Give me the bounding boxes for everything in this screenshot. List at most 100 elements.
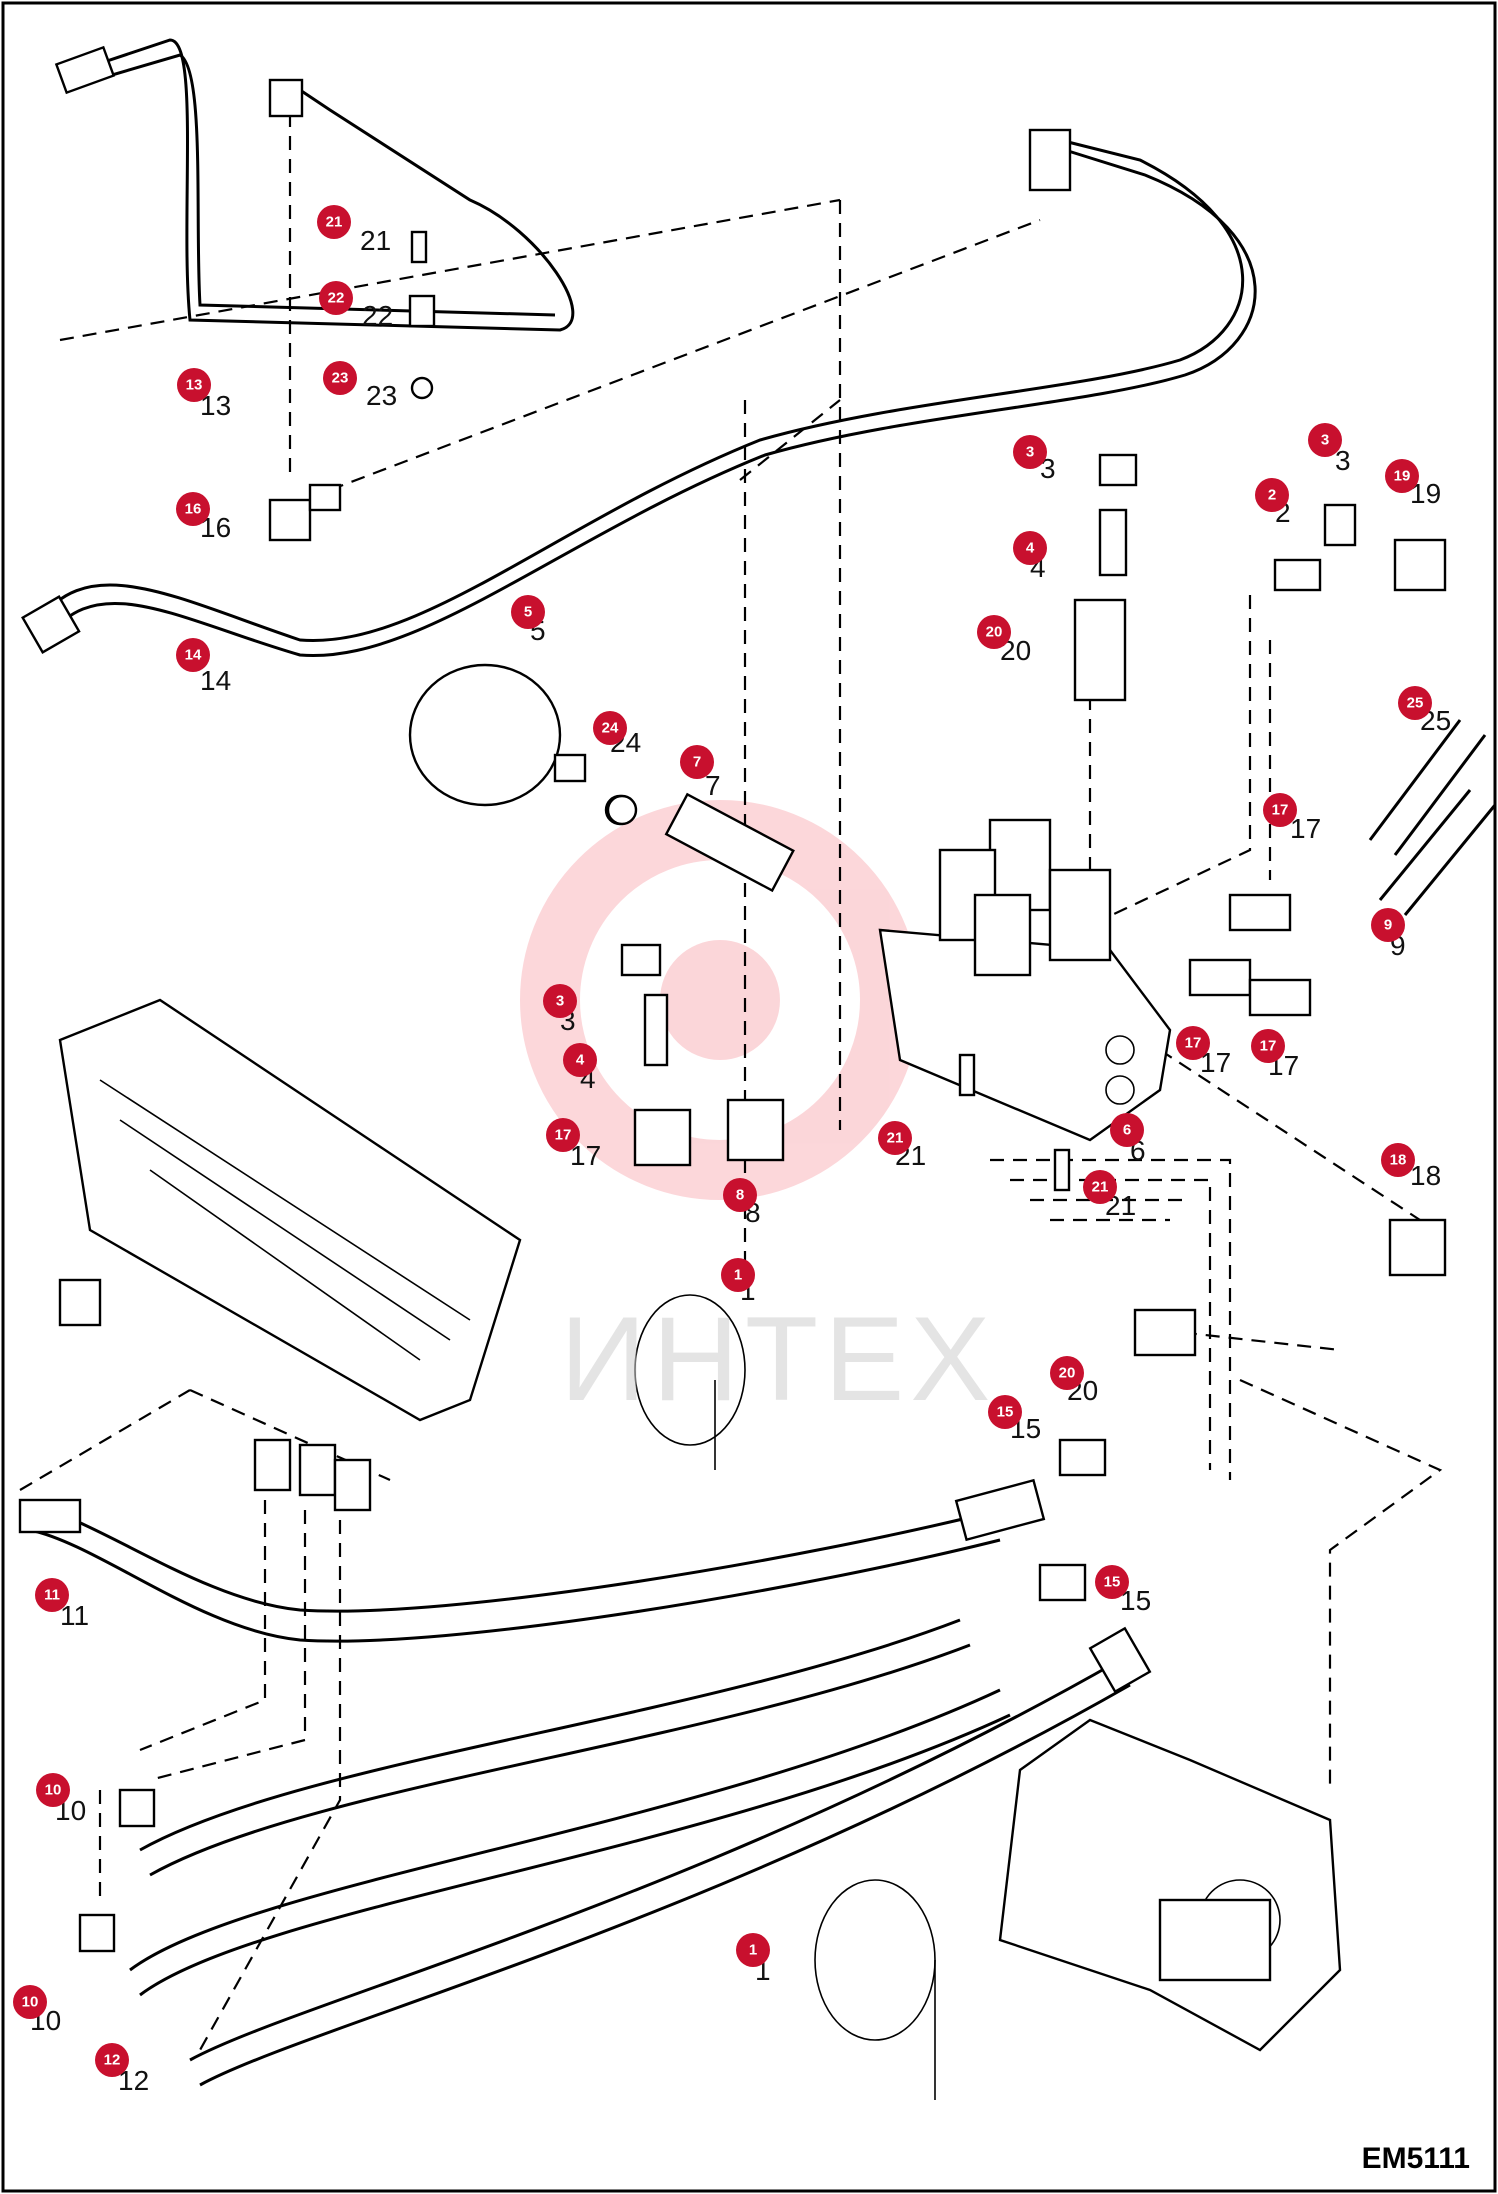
callout-badge [1050, 1356, 1084, 1390]
callout-c3a: 33 [1013, 435, 1056, 484]
callouts: 2121222223231313161614145524247733442020… [13, 205, 1451, 2096]
callout-badge [721, 1258, 755, 1292]
elbow-18 [1388, 1218, 1447, 1277]
callout-badge [323, 361, 357, 395]
callout-badge-number: 21 [326, 214, 343, 231]
cap-3-right [1323, 503, 1357, 547]
cable-tie-1-lower [814, 1879, 936, 2100]
callout-badge [176, 638, 210, 672]
fitting-20-top [1073, 598, 1127, 702]
callout-badge [977, 615, 1011, 649]
valve-block-6 [878, 818, 1172, 1142]
hose-11 [18, 1478, 1046, 1643]
callout-badge [1255, 478, 1289, 512]
hose-13 [54, 38, 575, 332]
fitting-15-b [1038, 1563, 1087, 1602]
callout-c4b: 44 [563, 1043, 597, 1094]
callout-badge-number: 17 [1260, 1038, 1277, 1055]
callout-badge [1385, 459, 1419, 493]
callout-number: 22 [362, 300, 393, 331]
drawing-code: EM5111 [1361, 2142, 1470, 2175]
callout-badge-number: 17 [555, 1127, 572, 1144]
bolt-21-low [1053, 1148, 1071, 1192]
callout-c1b: 11 [736, 1933, 771, 1986]
cartridge-7 [664, 792, 795, 893]
control-valve-assembly [58, 998, 522, 1512]
callout-badge [723, 1178, 757, 1212]
callout-c3b: 33 [1308, 423, 1351, 476]
nut-23 [410, 376, 434, 400]
callout-badge [1083, 1170, 1117, 1204]
callout-badge [176, 492, 210, 526]
elbow-8 [726, 1098, 785, 1162]
callout-badge [1263, 793, 1297, 827]
callout-badge-number: 17 [1185, 1035, 1202, 1052]
callout-badge [563, 1043, 597, 1077]
callout-badge [1110, 1113, 1144, 1147]
callout-badge-number: 1 [734, 1267, 742, 1284]
callout-badge [319, 281, 353, 315]
callout-number: 3 [1335, 445, 1351, 476]
callout-badge [593, 711, 627, 745]
callout-badge-number: 6 [1123, 1122, 1131, 1139]
fitting-20-low [1133, 1308, 1197, 1357]
callout-badge [95, 2043, 129, 2077]
bolt-21-top [410, 230, 428, 264]
callout-c1a: 11 [721, 1258, 756, 1306]
callout-c2: 22 [1255, 478, 1291, 528]
callout-badge [736, 1933, 770, 1967]
fitting-2 [1273, 558, 1322, 592]
callout-badge [1371, 908, 1405, 942]
callout-c9: 99 [1371, 908, 1406, 961]
callout-badge-number: 14 [185, 647, 202, 664]
callout-badge [878, 1121, 912, 1155]
callout-badge [1308, 423, 1342, 457]
callout-badge-number: 21 [1092, 1179, 1109, 1196]
bolt-21-mid [958, 1053, 976, 1097]
callout-c8: 88 [723, 1178, 761, 1228]
watermark-text: ИНТЕХ [560, 1292, 997, 1426]
callout-badge [177, 368, 211, 402]
callout-badge [36, 1773, 70, 1807]
elbow-17-left [633, 1108, 692, 1167]
callout-badge [511, 595, 545, 629]
callout-number: 14 [200, 665, 231, 696]
fitting-16 [268, 483, 342, 542]
callout-badge-number: 5 [524, 604, 532, 621]
callout-badge-number: 3 [556, 993, 564, 1010]
callout-badge-number: 4 [1026, 540, 1035, 557]
plug-4-left [643, 993, 669, 1067]
callout-badge-number: 15 [997, 1404, 1014, 1421]
hose-10 [78, 1618, 1011, 1997]
callout-badge-number: 21 [887, 1130, 904, 1147]
cable-tie-1-upper [634, 1294, 746, 1470]
nut-24 [606, 794, 638, 826]
callout-badge-number: 11 [44, 1587, 60, 1604]
hose-25 [1368, 719, 1497, 916]
callout-badge [1398, 686, 1432, 720]
callout-badge-number: 10 [22, 1994, 39, 2011]
callout-badge-number: 3 [1026, 444, 1034, 461]
callout-badge-number: 3 [1321, 432, 1329, 449]
callout-number: 17 [1290, 813, 1321, 844]
callout-badge [13, 1985, 47, 2019]
callout-c7: 77 [680, 745, 721, 801]
callout-badge-number: 16 [185, 501, 202, 518]
callout-badge [543, 984, 577, 1018]
cap-3-top [1098, 453, 1138, 487]
fittings-17-right [1188, 893, 1312, 1017]
